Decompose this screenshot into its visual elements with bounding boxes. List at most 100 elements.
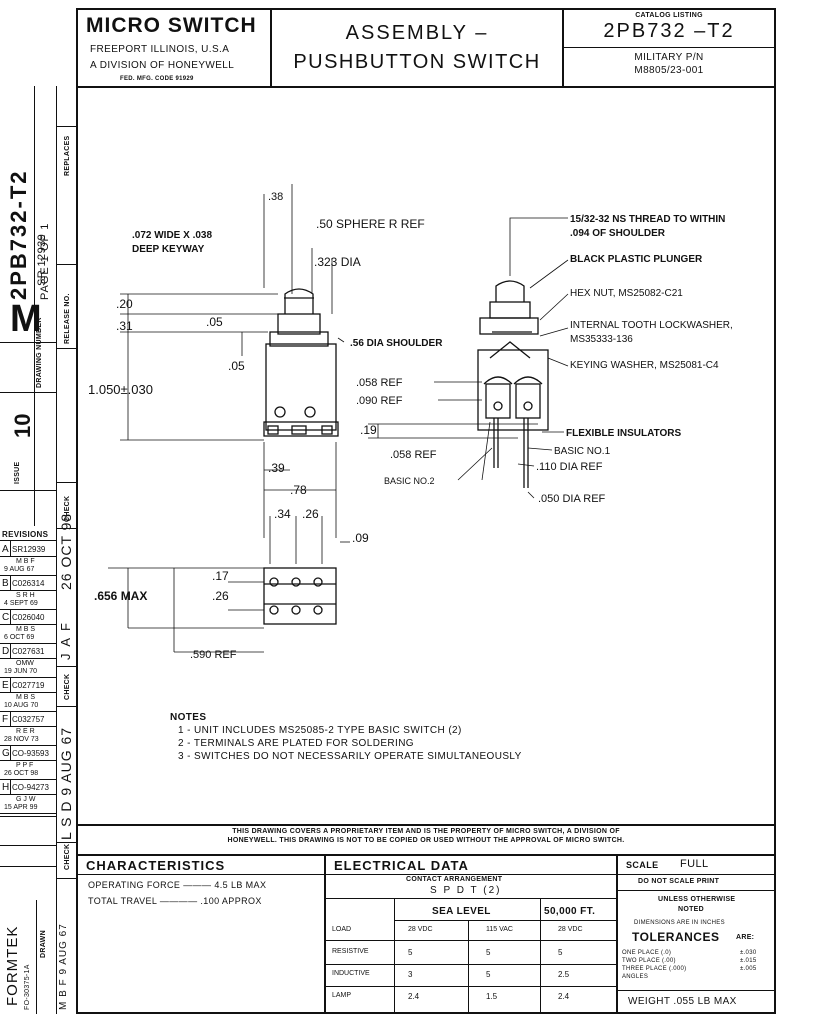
electrical-load-type: INDUCTIVE [332, 970, 370, 977]
note-thread-2: .094 OF SHOULDER [570, 228, 666, 239]
revision-number: C027631 [12, 647, 45, 656]
header-company-block: MICRO SWITCH FREEPORT ILLINOIS, U.S.A A … [78, 10, 272, 86]
tol-three: ±.005 [740, 966, 757, 972]
switch-drawing: .38 .072 WIDE X .038 DEEP KEYWAY .50 SPH… [88, 184, 733, 661]
revision-letter: A [2, 544, 9, 555]
sidebar-date-2: J A F [58, 621, 73, 660]
dim-shoulder: .56 DIA SHOULDER [350, 338, 443, 349]
sidebar-issue-value: 10 [10, 413, 35, 438]
proprietary-line-2: HONEYWELL. THIS DRAWING IS NOT TO BE COP… [227, 837, 625, 844]
note-basic2: BASIC NO.2 [384, 476, 435, 486]
revision-letter: G [2, 748, 10, 759]
note-lockwasher: INTERNAL TOOTH LOCKWASHER, [570, 320, 733, 331]
revision-number: C027719 [12, 681, 45, 690]
electrical-value: 3 [408, 970, 413, 979]
altitude-label: 50,000 FT. [544, 906, 596, 917]
sidebar-formtek: FORMTEK [4, 925, 21, 1006]
company-name: MICRO SWITCH [86, 14, 257, 37]
dim-09: .09 [352, 531, 369, 545]
weight: WEIGHT .055 LB MAX [628, 996, 737, 1007]
lower-divider [78, 854, 774, 856]
scale-value: FULL [680, 858, 709, 870]
note-lockwasher-2: MS35333-136 [570, 334, 633, 345]
two-place: TWO PLACE (.00) [622, 958, 676, 964]
sidebar-release-value: SR 12939 [36, 233, 48, 286]
sidebar-issue-divider [0, 392, 56, 393]
dim-39: .39 [268, 461, 285, 475]
sidebar-date-3: L S D 9 AUG 67 [58, 726, 74, 840]
sidebar-drawn-date: M B F 9 AUG 67 [58, 923, 69, 1010]
electrical-load-type: RESISTIVE [332, 948, 369, 955]
sidebar-outer-column [34, 86, 57, 526]
note-thread: 15/32-32 NS THREAD TO WITHIN [570, 214, 725, 225]
notes-block: NOTES 1 - UNIT INCLUDES MS25085-2 TYPE B… [170, 712, 522, 762]
switch-body-bottom [263, 567, 337, 625]
sidebar-check-label-3: CHECK [64, 843, 71, 870]
no-scale-print: DO NOT SCALE PRINT [638, 878, 720, 885]
dim-058ref: .058 REF [356, 377, 403, 389]
contact-arrangement-value: S P D T (2) [430, 885, 502, 896]
electrical-load-type: LAMP [332, 992, 352, 999]
tolerances-are: ARE: [736, 934, 755, 941]
dim-sphere: .50 SPHERE R REF [316, 217, 425, 231]
electrical-value: 2.5 [558, 970, 570, 979]
sidebar-check-label-2: CHECK [64, 673, 71, 700]
noted: NOTED [678, 906, 704, 913]
revision-date: 28 NOV 73 [4, 736, 39, 743]
dim-34: .34 [274, 507, 291, 521]
dim-058b: .058 REF [390, 449, 437, 461]
revision-by: R E R [16, 728, 35, 735]
header-title-block: ASSEMBLY – PUSHBUTTON SWITCH [272, 10, 564, 86]
electrical-value: 5 [486, 948, 491, 957]
revision-number: CO-93593 [12, 749, 49, 758]
sidebar-drawing-divider [0, 342, 56, 343]
dim-20: .20 [116, 297, 133, 311]
sidebar-formtek-divider [36, 900, 37, 1014]
note-1: 1 - UNIT INCLUDES MS25085-2 TYPE BASIC S… [178, 725, 462, 736]
dim-31: .31 [116, 319, 133, 333]
revision-letter: B [2, 578, 9, 589]
contact-arrangement-label: CONTACT ARRANGEMENT [406, 876, 503, 883]
company-location: FREEPORT ILLINOIS, U.S.A [90, 44, 230, 55]
total-travel: TOTAL TRAVEL ———— .100 APPROX [88, 896, 262, 906]
revision-date: 6 OCT 69 [4, 634, 35, 641]
revisions-label: REVISIONS [2, 530, 49, 539]
dim-19: .19 [360, 423, 377, 437]
operating-force: OPERATING FORCE ——— 4.5 LB MAX [88, 880, 267, 890]
electrical-header-cell: 28 VDC [408, 926, 433, 933]
sidebar-replaces-label: REPLACES [64, 135, 71, 176]
dim-110: .110 DIA REF [536, 461, 603, 473]
revision-date: 15 APR 99 [4, 804, 38, 811]
dim-590: .590 REF [190, 649, 237, 661]
fed-code: FED. MFG. CODE 91929 [120, 76, 194, 82]
electrical-value: 2.4 [408, 992, 420, 1001]
dim-05a: .05 [206, 315, 223, 329]
electrical-header-cell: 28 VDC [558, 926, 583, 933]
characteristics-block: CHARACTERISTICS OPERATING FORCE ——— 4.5 … [78, 856, 326, 1012]
drawing-title-line1: ASSEMBLY – [345, 22, 489, 44]
proprietary-statement: THIS DRAWING COVERS A PROPRIETARY ITEM A… [78, 828, 774, 844]
note-hexnut: HEX NUT, MS25082-C21 [570, 288, 683, 299]
dim-05b: .05 [228, 359, 245, 373]
electrical-value: 2.4 [558, 992, 570, 1001]
sea-level-label: SEA LEVEL [432, 906, 491, 917]
revision-number: CO-94273 [12, 783, 49, 792]
revision-by: P P F [16, 762, 34, 769]
revision-by: M B S [16, 694, 36, 701]
dim-323: .323 DIA [314, 255, 361, 269]
revision-date: 9 AUG 67 [4, 566, 35, 573]
dim-keyway: .072 WIDE X .038 [132, 230, 212, 241]
revision-letter: H [2, 782, 10, 793]
catalog-label: CATALOG LISTING [635, 12, 703, 19]
drawing-title-line2: PUSHBUTTON SWITCH [293, 51, 541, 73]
revision-date: 19 JUN 70 [4, 668, 38, 675]
notes-title: NOTES [170, 712, 207, 723]
electrical-title: ELECTRICAL DATA [334, 858, 469, 873]
